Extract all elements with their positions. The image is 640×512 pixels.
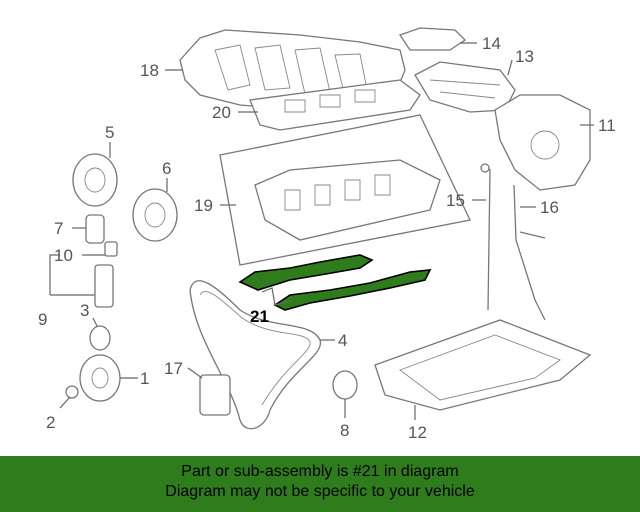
part-7-tensioner[interactable]	[85, 214, 105, 244]
part-14-filter[interactable]	[398, 27, 467, 51]
callout-10: 10	[54, 246, 73, 265]
callout-1: 1	[140, 369, 149, 388]
callout-7: 7	[54, 219, 63, 238]
footer-notice: Part or sub-assembly is #21 in diagram D…	[0, 456, 640, 512]
part-6-sprocket[interactable]	[132, 188, 178, 242]
callout-14: 14	[482, 34, 501, 53]
part-21-gasket-highlighted[interactable]	[238, 254, 432, 311]
part-16-dipstick-tube[interactable]	[513, 184, 546, 321]
footer-line-1: Part or sub-assembly is #21 in diagram	[181, 463, 459, 480]
part-5-sprocket[interactable]	[72, 153, 118, 207]
callout-8: 8	[340, 421, 349, 440]
part-10-bolt[interactable]	[104, 241, 118, 257]
part-19-lower-manifold[interactable]	[219, 114, 471, 266]
callout-5: 5	[105, 123, 114, 142]
part-2-bolt[interactable]	[65, 385, 79, 399]
callout-18: 18	[140, 61, 159, 80]
footer-line-2: Diagram may not be specific to your vehi…	[165, 483, 475, 500]
callout-6: 6	[162, 159, 171, 178]
part-12-oil-pan-lower[interactable]	[374, 319, 592, 411]
part-9-tensioner-arm[interactable]	[94, 264, 114, 308]
part-3-idler[interactable]	[89, 325, 111, 351]
part-1-crank-pulley[interactable]	[79, 354, 121, 402]
callout-19: 19	[194, 196, 213, 215]
part-17-oil-filter[interactable]	[199, 374, 231, 416]
part-8-idler[interactable]	[332, 370, 358, 400]
callout-20: 20	[212, 103, 231, 122]
callout-11: 11	[598, 116, 616, 135]
callout-9: 9	[38, 310, 47, 329]
callout-16: 16	[540, 198, 559, 217]
callout-12: 12	[408, 423, 427, 442]
callout-3: 3	[80, 301, 89, 320]
engine-parts-diagram: 18 20 14 13 11 19 5 6	[38, 27, 616, 442]
part-20-gasket[interactable]	[249, 79, 421, 131]
callout-13: 13	[515, 47, 534, 66]
callout-17: 17	[164, 359, 183, 378]
callout-15: 15	[446, 191, 465, 210]
callout-4: 4	[338, 331, 347, 350]
callout-2: 2	[46, 413, 55, 432]
part-15-dipstick[interactable]	[480, 163, 491, 311]
part-13-oil-pan-upper[interactable]	[414, 61, 516, 113]
part-11-timing-cover[interactable]	[494, 94, 591, 191]
callout-21: 21	[250, 307, 269, 326]
